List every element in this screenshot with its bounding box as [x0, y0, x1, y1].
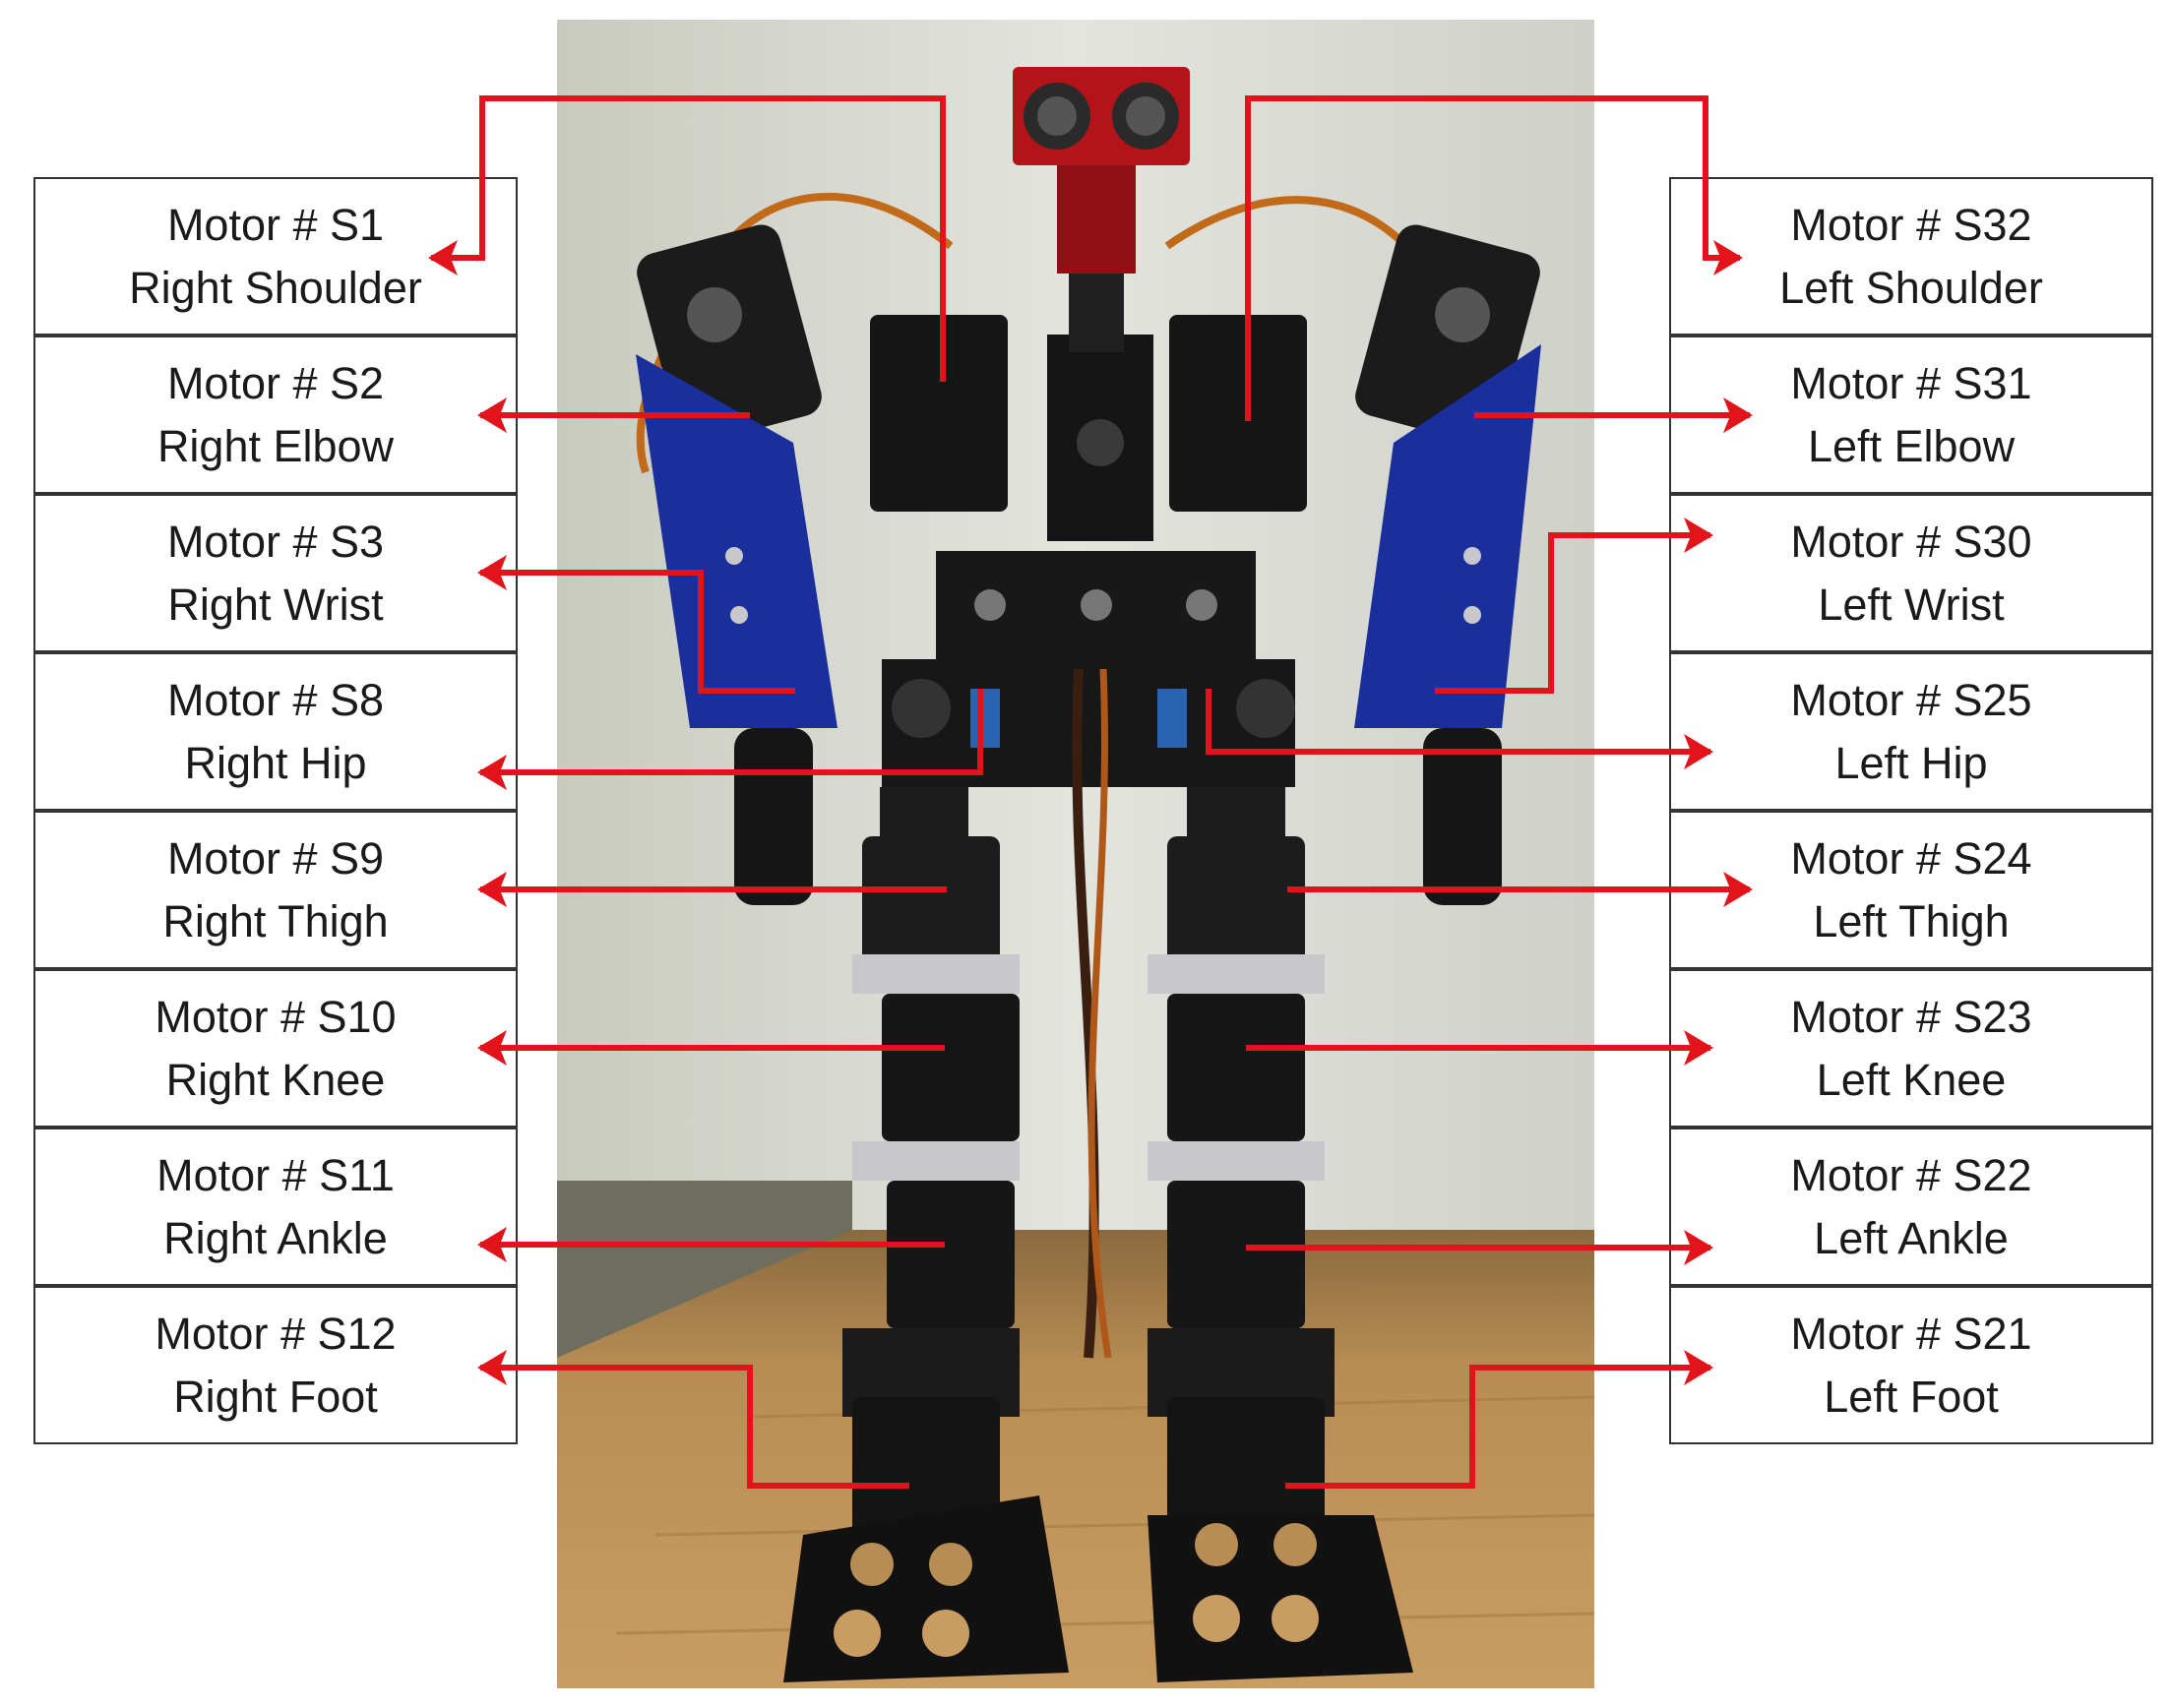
motor-id: Motor # S3 [166, 516, 385, 567]
joint-name: Left Elbow [1807, 420, 2016, 471]
motor-id: Motor # S24 [1790, 832, 2032, 884]
motor-id: Motor # S8 [166, 674, 385, 725]
joint-name: Right Ankle [163, 1212, 388, 1263]
joint-name: Left Ankle [1814, 1212, 2009, 1263]
label-box-s12: Motor # S12 Right Foot [33, 1286, 518, 1444]
right-shoulder-servo [870, 315, 1008, 512]
joint-name: Right Foot [173, 1371, 378, 1422]
left-leg [1148, 787, 1413, 1682]
motor-id: Motor # S31 [1790, 357, 2032, 408]
joint-name: Right Shoulder [129, 262, 422, 313]
motor-id: Motor # S9 [166, 832, 385, 884]
motor-id: Motor # S1 [166, 199, 385, 250]
joint-name: Right Thigh [162, 895, 389, 946]
joint-name: Right Elbow [156, 420, 395, 471]
label-box-s1: Motor # S1 Right Shoulder [33, 177, 518, 336]
motor-id: Motor # S25 [1790, 674, 2032, 725]
motor-id: Motor # S23 [1790, 991, 2032, 1042]
motor-id: Motor # S2 [166, 357, 385, 408]
label-box-s32: Motor # S32 Left Shoulder [1669, 177, 2153, 336]
joint-name: Left Wrist [1818, 579, 2005, 630]
label-box-s24: Motor # S24 Left Thigh [1669, 811, 2153, 969]
motor-id: Motor # S21 [1790, 1308, 2032, 1359]
joint-name: Left Foot [1824, 1371, 1999, 1422]
label-box-s3: Motor # S3 Right Wrist [33, 494, 518, 652]
motor-id: Motor # S10 [155, 991, 397, 1042]
motor-id: Motor # S32 [1790, 199, 2032, 250]
label-box-s2: Motor # S2 Right Elbow [33, 336, 518, 494]
label-box-s22: Motor # S22 Left Ankle [1669, 1128, 2153, 1286]
label-box-s10: Motor # S10 Right Knee [33, 969, 518, 1128]
label-box-s8: Motor # S8 Right Hip [33, 652, 518, 811]
joint-name: Right Hip [184, 737, 367, 788]
label-box-s25: Motor # S25 Left Hip [1669, 652, 2153, 811]
robot-photo [557, 20, 1594, 1688]
motor-id: Motor # S12 [155, 1308, 397, 1359]
joint-name: Left Shoulder [1779, 262, 2043, 313]
label-box-s30: Motor # S30 Left Wrist [1669, 494, 2153, 652]
joint-name: Left Hip [1834, 737, 1988, 788]
label-box-s31: Motor # S31 Left Elbow [1669, 336, 2153, 494]
label-box-s21: Motor # S21 Left Foot [1669, 1286, 2153, 1444]
motor-id: Motor # S22 [1790, 1149, 2032, 1200]
joint-name: Right Wrist [167, 579, 384, 630]
motor-id: Motor # S11 [156, 1149, 395, 1200]
joint-name: Left Knee [1816, 1054, 2007, 1105]
joint-name: Left Thigh [1813, 895, 2010, 946]
wooden-table [557, 1230, 1594, 1688]
label-box-s11: Motor # S11 Right Ankle [33, 1128, 518, 1286]
label-box-s23: Motor # S23 Left Knee [1669, 969, 2153, 1128]
ultrasonic-sensor [1013, 67, 1190, 274]
right-leg [783, 787, 1069, 1682]
left-shoulder-servo [1169, 315, 1307, 512]
label-box-s9: Motor # S9 Right Thigh [33, 811, 518, 969]
motor-id: Motor # S30 [1790, 516, 2032, 567]
joint-name: Right Knee [165, 1054, 386, 1105]
